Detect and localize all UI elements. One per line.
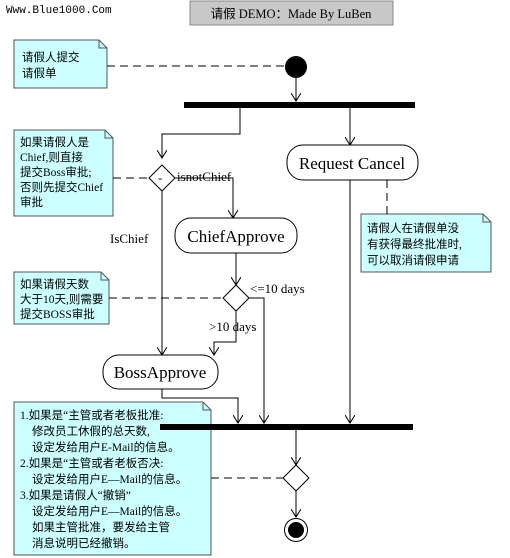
watermark: Www.Blue1000.Com: [6, 5, 112, 17]
initial-node: [285, 56, 307, 78]
note-start-line-2: 请假单: [22, 66, 57, 80]
decision-chief-label: -: [158, 170, 162, 185]
note-chief-line-2: Chief,则直接: [20, 150, 83, 164]
note-chief-line-4: 否则先提交Chief: [20, 180, 103, 194]
note-cancel-line-1: 请假人在请假单没: [367, 221, 459, 235]
guard-is-not-chief: isnotChief: [177, 169, 232, 184]
note-email-line-9: 消息说明已经撤销。: [32, 536, 136, 550]
note-email-line-4: 2.如果是“主管或者老板否决:: [20, 456, 163, 470]
note-email-line-6: 3.如果是请假人“撤销”: [20, 488, 131, 502]
note-days-line-3: 提交BOSS审批: [20, 307, 95, 321]
note-email: 1.如果是“主管或者老板批准: 修改员工休假的总天数, 设定发给用户E-Mail…: [13, 401, 212, 556]
note-chief-line-3: 提交Boss审批;: [20, 165, 92, 179]
note-connectors: [107, 65, 388, 479]
decision-final: [282, 464, 310, 492]
note-cancel-line-2: 有获得最终批准时,: [367, 237, 462, 251]
note-email-line-8: 如果主管批准，要发给主管: [32, 520, 170, 534]
guard-gt-10-days: >10 days: [209, 319, 256, 334]
guard-le-10-days: <=10 days: [250, 281, 305, 296]
note-email-line-7: 设定发给用户E—Mail的信息。: [32, 504, 187, 518]
join-bar: [160, 424, 413, 430]
note-cancel: 请假人在请假单没 有获得最终批准时, 可以取消请假申请: [360, 213, 492, 273]
note-days-line-2: 大于10天,则需要: [20, 292, 103, 306]
flow-edges: [162, 78, 350, 517]
note-chief-check: 如果请假人是 Chief,则直接 提交Boss审批; 否则先提交Chief 审批: [13, 129, 114, 217]
note-email-line-5: 设定发给用户E—Mail的信息。: [32, 472, 187, 486]
fork-bar: [184, 102, 415, 108]
header-box: 请假 DEMO：Made By LuBen: [189, 0, 394, 26]
note-cancel-line-3: 可以取消请假申请: [367, 253, 459, 267]
note-chief-line-5: 审批: [20, 195, 43, 209]
note-email-line-2: 修改员工休假的总天数,: [32, 424, 150, 438]
note-start: 请假人提交 请假单: [13, 39, 108, 89]
state-boss-approve-label: BossApprove: [114, 363, 207, 382]
note-chief-line-1: 如果请假人是: [20, 135, 89, 149]
note-email-line-1: 1.如果是“主管或者老板批准:: [20, 408, 163, 422]
state-chief-approve-label: ChiefApprove: [187, 227, 284, 246]
final-node: [284, 518, 308, 542]
state-boss-approve: BossApprove: [102, 354, 219, 390]
state-request-cancel-label: Request Cancel: [299, 154, 405, 173]
guard-is-chief: IsChief: [110, 231, 149, 246]
note-email-line-3: 设定发给用户E-Mail的信息。: [32, 440, 180, 454]
note-days-line-1: 如果请假天数: [20, 277, 89, 291]
page-title: 请假 DEMO：Made By LuBen: [211, 7, 372, 21]
state-chief-approve: ChiefApprove: [174, 217, 298, 254]
decision-days: [222, 284, 250, 312]
state-request-cancel: Request Cancel: [286, 144, 419, 181]
note-days: 如果请假天数 大于10天,则需要 提交BOSS审批: [13, 271, 110, 325]
decision-chief: -: [148, 164, 176, 192]
note-start-line-1: 请假人提交: [22, 50, 80, 64]
